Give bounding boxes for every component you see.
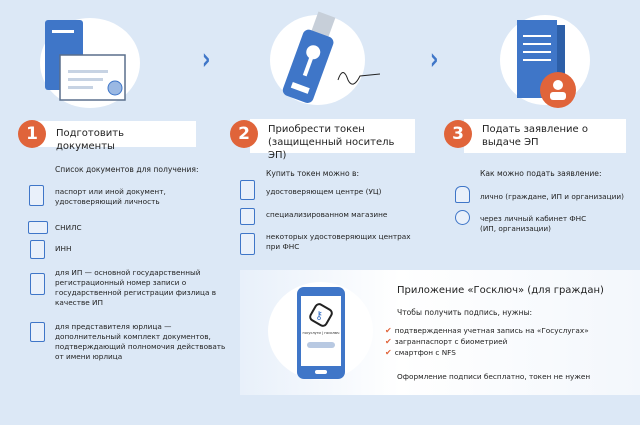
shop-icon <box>240 208 255 225</box>
requirement-item: ✔подтвержденная учетная запись на «Госус… <box>385 326 589 335</box>
doc-item: для представителя юрлица — дополнительны… <box>55 322 226 361</box>
purchase-item: удостоверяющем центре (УЦ) <box>266 187 382 196</box>
representative-icon <box>30 322 45 342</box>
step-2-subtitle: Купить токен можно в: <box>266 169 360 178</box>
step-2-number: 2 <box>230 120 258 148</box>
arrow-1-icon: › <box>201 42 211 77</box>
doc-item: паспорт или иной документ, удостоверяющи… <box>55 187 166 206</box>
phone-icon: ⚷ госуслуги | госключ <box>297 287 345 379</box>
submission-item: через личный кабинет ФНС (ИП, организаци… <box>480 214 587 233</box>
check-icon: ✔ <box>385 337 392 346</box>
purchase-item: специализированном магазине <box>266 210 388 219</box>
doc-item: ИНН <box>55 244 72 253</box>
registration-icon <box>30 273 45 295</box>
doc-item: для ИП — основной государственный регист… <box>55 268 217 307</box>
step-1-subtitle: Список документов для получения: <box>55 165 199 174</box>
purchase-item: некоторых удостоверяющих центрах при ФНС <box>266 232 411 251</box>
arrow-2-icon: › <box>429 42 439 77</box>
app-title: Приложение «Госключ» (для граждан) <box>397 285 604 296</box>
step-1-title: Подготовить документы <box>38 121 196 152</box>
step-3-subtitle: Как можно подать заявление: <box>480 169 602 178</box>
key-icon: ⚷ <box>315 309 324 322</box>
usb-token-icon <box>282 11 380 103</box>
person-icon <box>455 186 470 203</box>
doc-item: СНИЛС <box>55 223 82 232</box>
passport-icon <box>29 185 44 206</box>
check-icon: ✔ <box>385 326 392 335</box>
passport-certificate-icon <box>45 20 126 101</box>
fns-building-icon <box>240 233 255 255</box>
step-2-title: Приобрести токен (защищенный носитель ЭП… <box>250 119 415 161</box>
submission-item: лично (граждане, ИП и организации) <box>480 192 624 201</box>
snils-icon <box>28 221 48 234</box>
step-3-title: Подать заявление о выдаче ЭП <box>464 119 626 153</box>
phone-label: госуслуги | госключ <box>302 331 340 335</box>
app-subtitle: Чтобы получить подпись, нужны: <box>397 308 533 317</box>
inn-icon <box>30 240 45 259</box>
application-document-icon <box>517 20 576 108</box>
personal-account-icon <box>455 210 470 225</box>
requirement-item: ✔смартфон с NFS <box>385 348 456 357</box>
check-icon: ✔ <box>385 348 392 357</box>
certification-center-icon <box>240 180 255 200</box>
step-3-number: 3 <box>444 120 472 148</box>
app-note: Оформление подписи бесплатно, токен не н… <box>397 372 591 381</box>
step-1-number: 1 <box>18 120 46 148</box>
requirement-item: ✔загранпаспорт с биометрией <box>385 337 508 346</box>
